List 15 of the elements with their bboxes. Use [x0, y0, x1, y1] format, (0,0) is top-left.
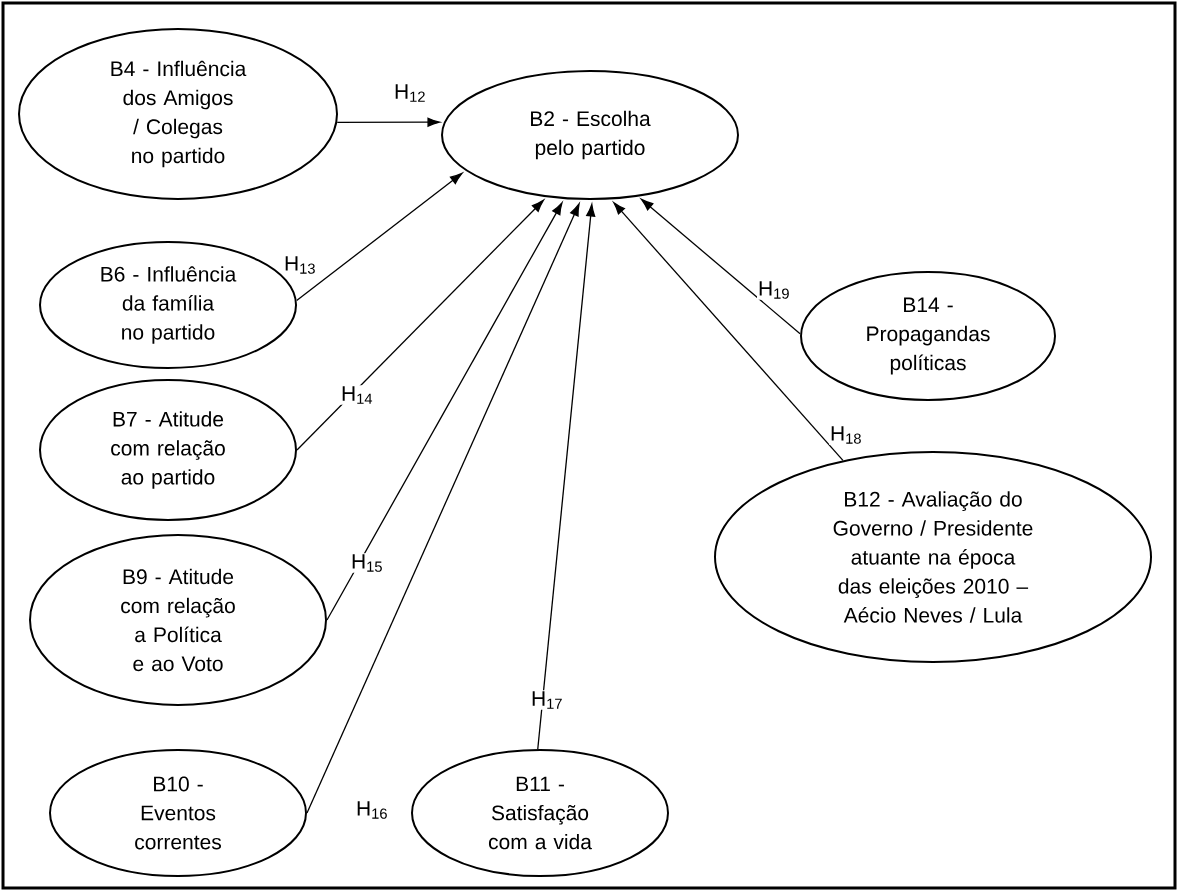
edge-label: H$_{19}$ — [759, 281, 789, 299]
edge-label: H$_{14}$ — [342, 386, 373, 404]
edge-label: H$_{17}$ — [532, 691, 562, 709]
arrow — [640, 198, 801, 335]
arrow — [296, 172, 463, 302]
arrow — [326, 202, 563, 621]
edge-label: H$_{16}$ — [357, 801, 387, 819]
edge-label: H$_{15}$ — [352, 554, 382, 572]
arrow — [306, 203, 580, 814]
edge-label: H$_{18}$ — [831, 426, 861, 444]
arrow — [537, 203, 596, 750]
arrow — [613, 202, 844, 462]
edge-label: H$_{12}$ — [395, 84, 425, 102]
arrow — [336, 117, 441, 127]
arrow — [296, 199, 544, 451]
